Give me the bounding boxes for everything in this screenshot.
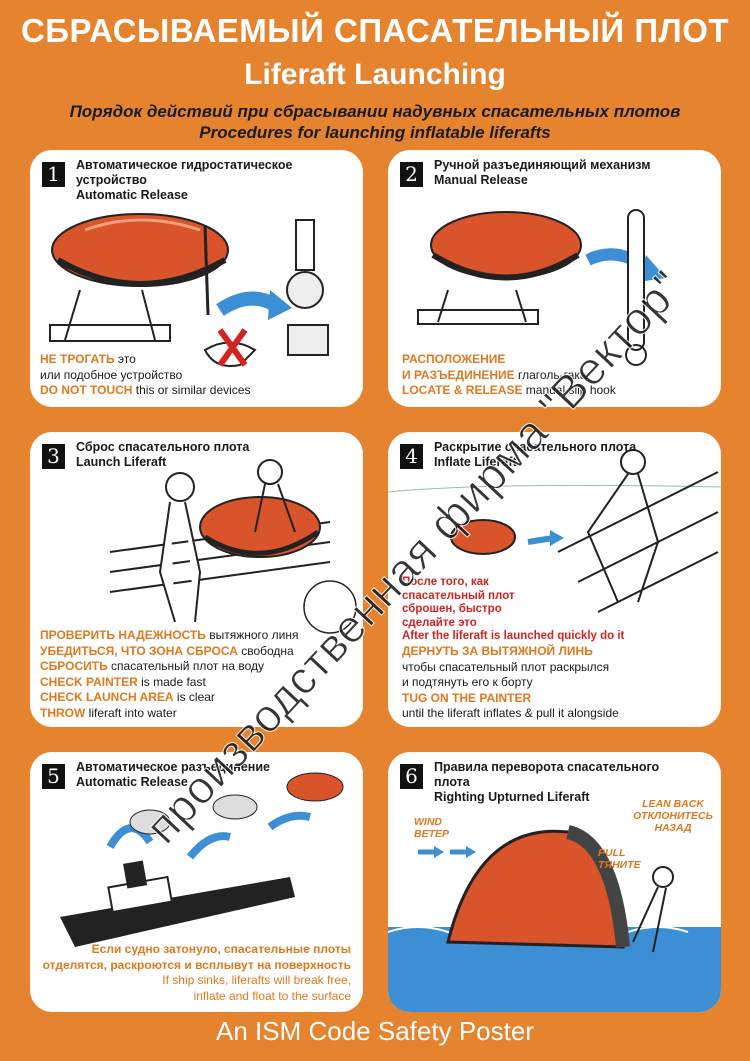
sinking-ship-illustration [60, 772, 344, 947]
poster-title-ru: СБРАСЫВАЕМЫЙ СПАСАТЕЛЬНЫЙ ПЛОТ [20, 12, 730, 49]
poster-subtitle-ru: Порядок действий при сбрасывании надувны… [69, 102, 681, 121]
step-number: 2 [400, 162, 423, 187]
panel-righting-liferaft: 6 Правила переворота спасательного плота… [388, 752, 721, 1012]
panel-caption: НЕ ТРОГАТЬ это или подобное устройство D… [40, 352, 251, 397]
panel-caption: Если судно затонуло, спасательные плоты … [42, 942, 351, 1003]
panel-caption: ДЕРНУТЬ ЗА ВЫТЯЖНОЙ ЛИНЬ чтобы спасатель… [402, 644, 619, 720]
step-number: 6 [400, 764, 423, 789]
panel-title: Автоматическое гидростатическое устройст… [76, 158, 293, 202]
step-number: 1 [42, 162, 65, 187]
poster-subtitle-en: Procedures for launching inflatable life… [199, 123, 551, 142]
poster-title-en: Liferaft Launching [244, 58, 506, 91]
poster-footer: An ISM Code Safety Poster [216, 1016, 534, 1046]
righting-raft-illustration [388, 825, 721, 1012]
panel-caption: РАСПОЛОЖЕНИЕ И РАЗЪЕДИНЕНИЕ глаголь-гака… [402, 352, 616, 397]
panel-caption: ПРОВЕРИТЬ НАДЕЖНОСТЬ вытяжного линя УБЕД… [40, 628, 299, 720]
inflate-illustration [388, 449, 721, 613]
step-number: 3 [42, 444, 65, 469]
panel-automatic-release: 1 Автоматическое гидростатическое устрой… [30, 150, 363, 407]
raft-canister-illustration [49, 213, 329, 367]
panel-note: После того, как спасательный плот сброше… [402, 576, 625, 642]
slip-hook-illustration [417, 209, 666, 366]
step-number: 4 [400, 444, 423, 469]
crew-launching-illustration [109, 459, 357, 634]
step-number: 5 [42, 764, 65, 789]
